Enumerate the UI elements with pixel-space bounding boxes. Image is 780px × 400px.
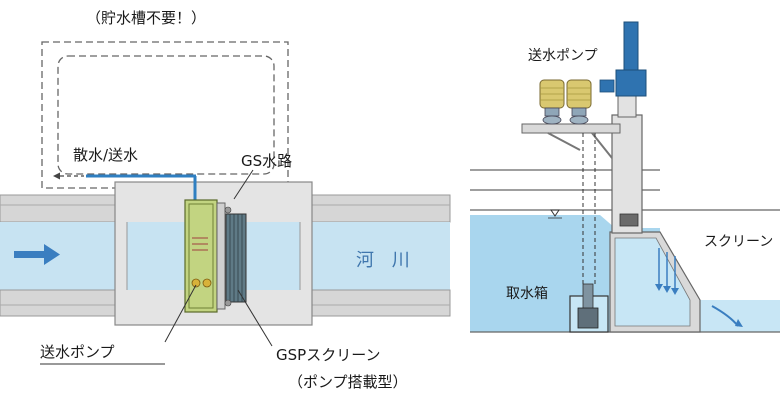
label-gs-channel: GS水路	[241, 152, 292, 170]
leader-gs-channel	[233, 169, 254, 200]
supply-pump-pair	[539, 79, 592, 125]
label-river: 河 川	[356, 250, 416, 271]
leader-supply-pump	[164, 284, 197, 343]
intake-box	[569, 283, 609, 333]
gsp-screen-unit	[184, 199, 247, 313]
screen-bars	[225, 213, 247, 303]
label-gsp-screen: GSPスクリーン	[276, 346, 380, 364]
screen-flow-arrows	[655, 248, 679, 295]
label-supply-pump-left: 送水ポンプ	[40, 343, 115, 361]
flow-arrow	[14, 244, 60, 265]
label-sprinkle-supply: 散水/送水	[73, 146, 138, 164]
label-tank-unnecessary: （貯水槽不要！）	[86, 9, 206, 27]
tank-outline	[41, 41, 289, 189]
plan-view: （貯水槽不要！） 散水/送水 GS水路 河 川 送水ポンプ GSPスクリーン （…	[0, 9, 451, 391]
screen-structure	[609, 94, 701, 333]
label-pump-mounted: （ポンプ搭載型）	[288, 373, 408, 391]
water-level-mark-left	[550, 209, 560, 217]
supply-pipe	[53, 172, 197, 204]
section-view: 送水ポンプ スクリーン 取水箱	[470, 21, 780, 333]
label-screen: スクリーン	[704, 234, 773, 250]
label-intake-box: 取水箱	[506, 286, 548, 302]
label-supply-pump-right: 送水ポンプ	[528, 48, 598, 64]
gate-motor	[615, 69, 647, 97]
leader-gsp-screen	[237, 289, 273, 347]
pump-platform	[521, 123, 621, 159]
